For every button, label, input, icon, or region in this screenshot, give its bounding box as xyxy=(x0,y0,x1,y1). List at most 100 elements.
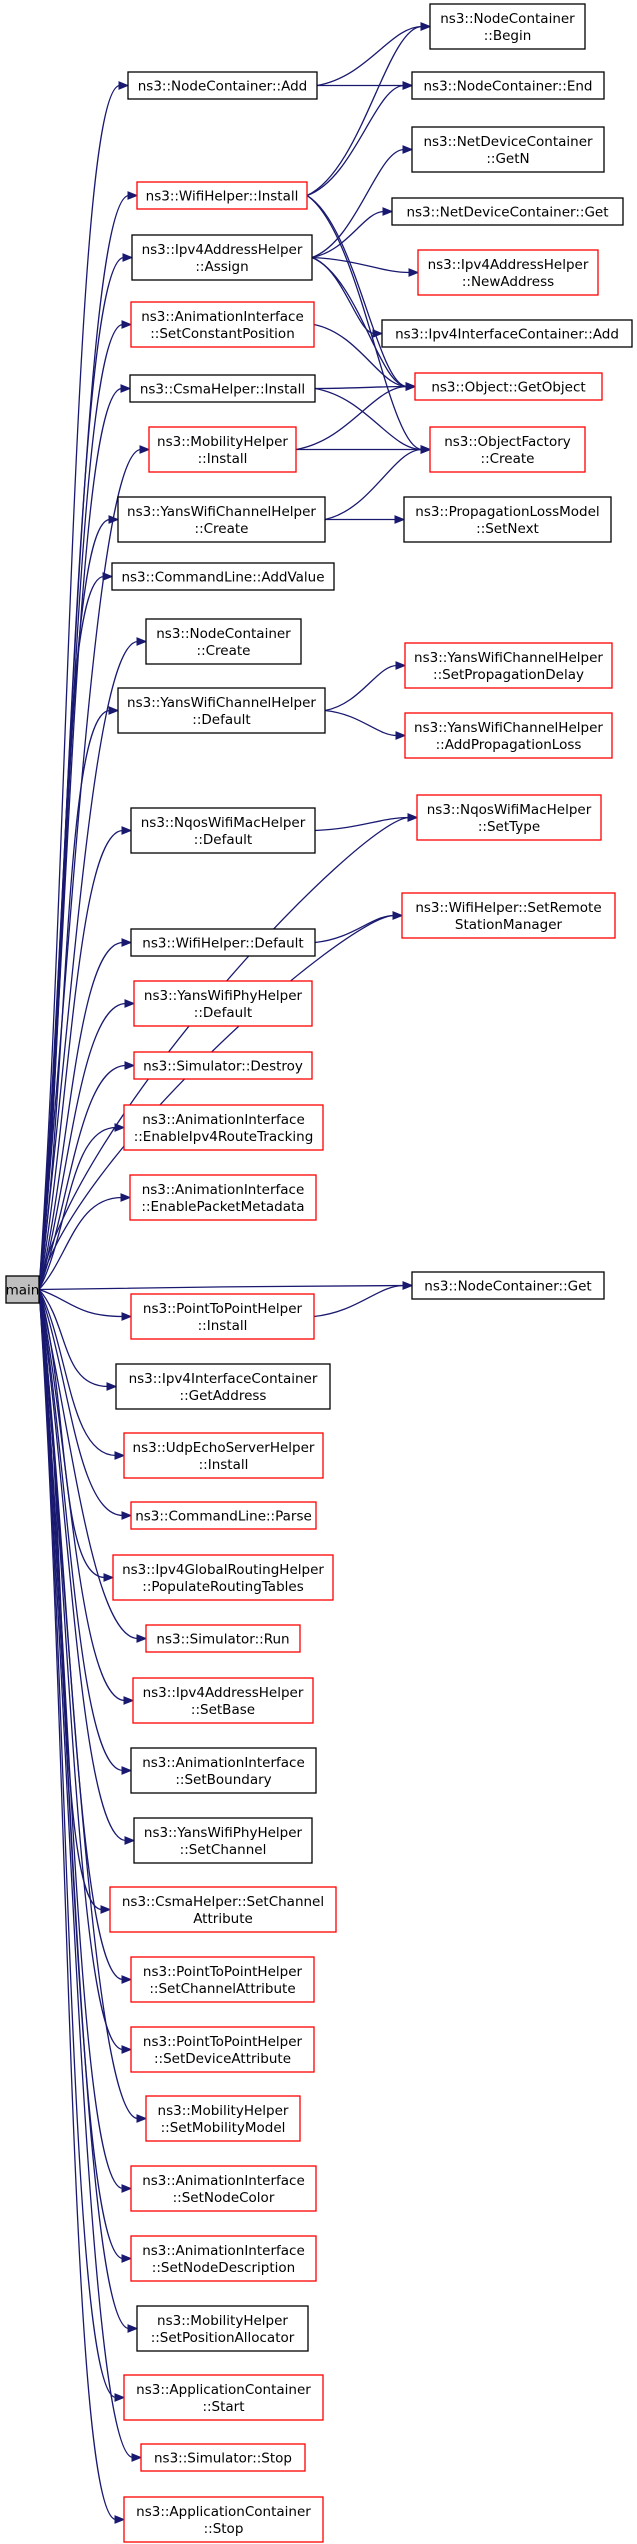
node-yans-phy-default[interactable]: ns3::YansWifiPhyHelper::Default xyxy=(133,980,313,1027)
edge-line xyxy=(324,664,398,712)
node-proploss-setnext[interactable]: ns3::PropagationLossModel::SetNext xyxy=(403,496,612,543)
edge-main-to-anim_setconstpos xyxy=(38,320,133,1290)
node-yans-ch-default[interactable]: ns3::YansWifiChannelHelper::Default xyxy=(117,687,326,734)
node-anim-enablepkt[interactable]: ns3::AnimationInterface::EnablePacketMet… xyxy=(129,1174,317,1221)
node-box xyxy=(123,2496,324,2543)
node-wifi-default[interactable]: ns3::WifiHelper::Default xyxy=(130,928,316,957)
node-label-line: ns3::AnimationInterface xyxy=(142,1755,305,1771)
node-label-line: ns3::CommandLine::Parse xyxy=(135,1509,312,1525)
node-csma-install[interactable]: ns3::CsmaHelper::Install xyxy=(129,374,316,403)
node-csma-setchattr[interactable]: ns3::CsmaHelper::SetChannelAttribute xyxy=(109,1886,337,1933)
edge-arrowhead xyxy=(120,384,132,393)
edge-arrowhead xyxy=(108,706,120,715)
node-nc-begin[interactable]: ns3::NodeContainer::Begin xyxy=(429,3,586,50)
edge-line xyxy=(306,194,408,388)
node-box xyxy=(145,2095,301,2142)
node-label-line: ::Create xyxy=(195,521,249,537)
node-anim-setnodedesc[interactable]: ns3::AnimationInterface::SetNodeDescript… xyxy=(130,2235,317,2282)
node-p2p-install[interactable]: ns3::PointToPointHelper::Install xyxy=(130,1293,315,1340)
node-cmd-addvalue[interactable]: ns3::CommandLine::AddValue xyxy=(111,562,335,591)
node-nc-add[interactable]: ns3::NodeContainer::Add xyxy=(127,71,318,100)
node-cmd-parse[interactable]: ns3::CommandLine::Parse xyxy=(130,1501,317,1530)
node-p2p-setdevattr[interactable]: ns3::PointToPointHelper::SetDeviceAttrib… xyxy=(130,2026,315,2073)
node-udp-install[interactable]: ns3::UdpEchoServerHelper::Install xyxy=(123,1432,324,1479)
node-label-line: ns3::YansWifiChannelHelper xyxy=(414,650,603,666)
node-ipv4ic-getaddress[interactable]: ns3::Ipv4InterfaceContainer::GetAddress xyxy=(115,1363,331,1410)
node-label-line: ns3::AnimationInterface xyxy=(142,1182,305,1198)
node-box xyxy=(117,496,326,543)
edge-arrowhead xyxy=(136,1634,148,1643)
node-box xyxy=(140,2443,306,2472)
node-nc-create[interactable]: ns3::NodeContainer::Create xyxy=(145,618,302,665)
node-box xyxy=(404,712,613,759)
edge-main-to-appc_stop xyxy=(38,1289,126,2524)
node-sim-run[interactable]: ns3::Simulator::Run xyxy=(145,1624,301,1653)
node-mob-setposalloc[interactable]: ns3::MobilityHelper::SetPositionAllocato… xyxy=(136,2305,309,2352)
edge-arrowhead xyxy=(121,320,133,329)
node-ipv4addr-setbase[interactable]: ns3::Ipv4AddressHelper::SetBase xyxy=(132,1677,314,1724)
node-label-line: ns3::MobilityHelper xyxy=(157,434,288,450)
node-nc-end[interactable]: ns3::NodeContainer::End xyxy=(411,71,605,100)
edge-arrowhead xyxy=(136,2114,148,2123)
edge-arrowhead xyxy=(136,637,148,646)
node-label-line: ::AddPropagationLoss xyxy=(436,737,582,753)
edge-ipv4addr_assign-to-ndc_getn xyxy=(311,145,414,259)
edge-line xyxy=(38,1289,130,2330)
node-label-line: ns3::Ipv4GlobalRoutingHelper xyxy=(122,1562,324,1578)
edge-main-to-nc_add xyxy=(38,81,130,1290)
edge-line xyxy=(314,387,423,451)
node-nqos-default[interactable]: ns3::NqosWifiMacHelper::Default xyxy=(130,807,316,854)
node-anim-enableipv4[interactable]: ns3::AnimationInterface::EnableIpv4Route… xyxy=(123,1104,324,1151)
edge-line xyxy=(314,816,410,832)
node-box xyxy=(403,496,612,543)
node-nqos-settype[interactable]: ns3::NqosWifiMacHelper::SetType xyxy=(416,794,602,841)
edge-main-to-cmd_parse xyxy=(38,1289,133,1520)
node-mob-install[interactable]: ns3::MobilityHelper::Install xyxy=(148,426,297,473)
node-label-line: ::Install xyxy=(198,1318,248,1334)
edge-line xyxy=(38,1289,117,2521)
node-box xyxy=(129,1174,317,1221)
node-yans-ch-create[interactable]: ns3::YansWifiChannelHelper::Create xyxy=(117,496,326,543)
edge-arrowhead xyxy=(114,1123,126,1132)
node-objfac-create[interactable]: ns3::ObjectFactory::Create xyxy=(429,426,586,473)
node-yans-phy-setchannel[interactable]: ns3::YansWifiPhyHelper::SetChannel xyxy=(133,1817,313,1864)
edge-line xyxy=(38,709,111,1290)
node-yans-ch-addproploss[interactable]: ns3::YansWifiChannelHelper::AddPropagati… xyxy=(404,712,613,759)
node-label-line: ns3::Object::GetObject xyxy=(431,380,585,396)
node-ndc-getn[interactable]: ns3::NetDeviceContainer::GetN xyxy=(411,126,605,173)
node-ipv4global-populate[interactable]: ns3::Ipv4GlobalRoutingHelper::PopulateRo… xyxy=(112,1554,334,1601)
node-label-line: ns3::Ipv4InterfaceContainer::Add xyxy=(395,327,619,343)
node-yans-ch-setpropdelay[interactable]: ns3::YansWifiChannelHelper::SetPropagati… xyxy=(404,642,613,689)
node-obj-getobject[interactable]: ns3::Object::GetObject xyxy=(414,372,603,401)
node-label-line: ::SetChannelAttribute xyxy=(149,1981,295,1997)
node-box xyxy=(429,3,586,50)
edge-line xyxy=(38,1289,139,1640)
node-main[interactable]: main xyxy=(5,1275,40,1304)
edge-ipv4addr_assign-to-ipv4addr_newaddr xyxy=(311,256,420,277)
node-box xyxy=(417,249,599,296)
node-ndc-get[interactable]: ns3::NetDeviceContainer::Get xyxy=(391,197,624,226)
node-p2p-setchattr[interactable]: ns3::PointToPointHelper::SetChannelAttri… xyxy=(130,1956,315,2003)
edge-arrowhead xyxy=(420,22,432,31)
node-label-line: ns3::AnimationInterface xyxy=(141,309,304,325)
node-label-line: ns3::YansWifiPhyHelper xyxy=(144,988,303,1004)
edge-main-to-p2p_install xyxy=(38,1288,133,1321)
node-sim-destroy[interactable]: ns3::Simulator::Destroy xyxy=(133,1051,313,1080)
node-box xyxy=(5,1275,40,1304)
edge-arrowhead xyxy=(124,999,136,1008)
node-anim-setboundary[interactable]: ns3::AnimationInterface::SetBoundary xyxy=(130,1747,317,1794)
node-appc-stop[interactable]: ns3::ApplicationContainer::Stop xyxy=(123,2496,324,2543)
node-anim-setconstpos[interactable]: ns3::AnimationInterface::SetConstantPosi… xyxy=(130,301,315,348)
node-ipv4ic-add[interactable]: ns3::Ipv4InterfaceContainer::Add xyxy=(381,319,633,348)
node-ipv4addr-assign[interactable]: ns3::Ipv4AddressHelper::Assign xyxy=(131,234,313,281)
node-wifi-install[interactable]: ns3::WifiHelper::Install xyxy=(136,181,308,210)
node-sim-stop[interactable]: ns3::Simulator::Stop xyxy=(140,2443,306,2472)
node-appc-start[interactable]: ns3::ApplicationContainer::Start xyxy=(123,2374,324,2421)
node-ipv4addr-newaddr[interactable]: ns3::Ipv4AddressHelper::NewAddress xyxy=(417,249,599,296)
node-anim-setnodecolor[interactable]: ns3::AnimationInterface::SetNodeColor xyxy=(130,2165,317,2212)
node-nc-get[interactable]: ns3::NodeContainer::Get xyxy=(411,1271,605,1300)
node-mob-setmodel[interactable]: ns3::MobilityHelper::SetMobilityModel xyxy=(145,2095,301,2142)
edge-line xyxy=(306,84,405,197)
edge-main-to-ipv4addr_setbase xyxy=(38,1289,135,1705)
